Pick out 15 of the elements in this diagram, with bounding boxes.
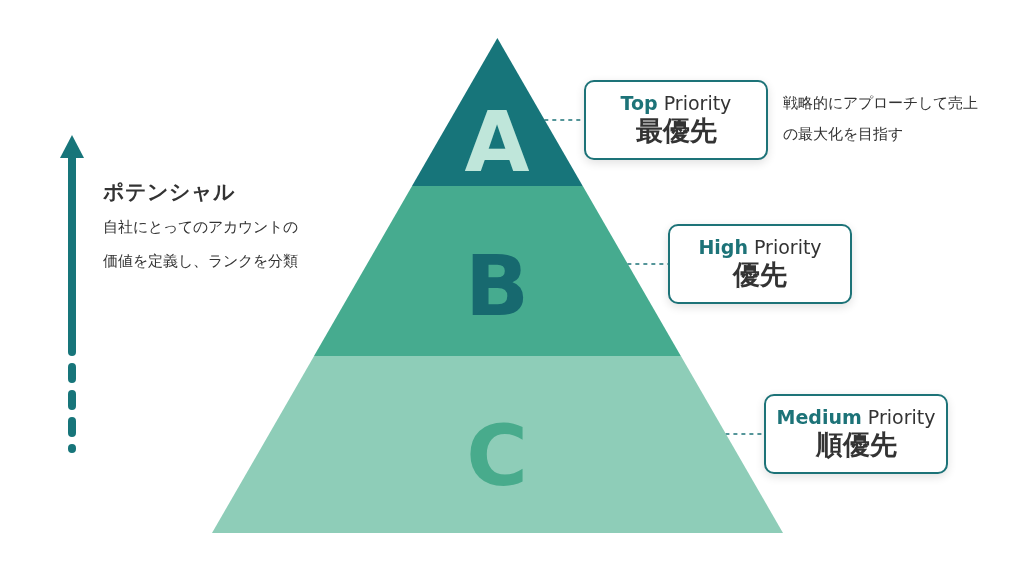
description-text: 自社にとってのアカウントの価値を定義し、ランクを分類 [103,217,299,272]
priority-title: Medium Priority [776,406,936,429]
tier-letter: C [466,414,528,498]
priority-title: Top Priority [620,92,732,115]
priority-card [764,394,948,474]
priority-level: 最優先 [635,114,717,148]
priority-title: High Priority [698,236,822,259]
axis-heading: ポテンシャル [103,179,235,206]
priority-level: 優先 [733,258,787,292]
priority-card [584,80,768,160]
tier-letter: B [464,244,529,328]
tier-letter: A [464,100,530,184]
priority-level: 順優先 [815,428,897,462]
description-text: 戦略的にアプローチして売上の最大化を目指す [783,93,979,145]
priority-card [668,224,852,304]
